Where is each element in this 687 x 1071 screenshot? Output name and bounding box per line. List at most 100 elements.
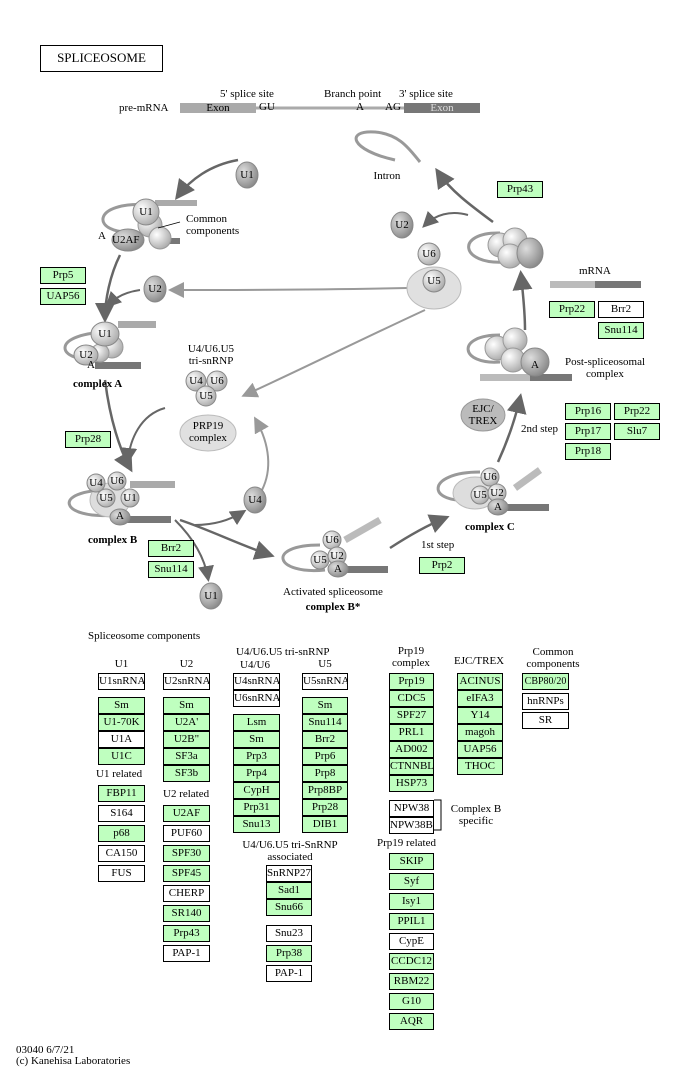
component-prp19-rel-8[interactable]: AQR [389, 1013, 434, 1030]
component-tri-assoc-5[interactable]: PAP-1 [266, 965, 312, 982]
component-u2-rel-6[interactable]: Prp43 [163, 925, 210, 942]
component-tri-assoc-1[interactable]: Sad1 [266, 882, 312, 899]
e-a-label: A [98, 230, 106, 242]
component-u5-8[interactable]: DIB1 [302, 816, 348, 833]
component-u1-3[interactable]: U1A [98, 731, 145, 748]
component-prp19-3[interactable]: PRL1 [389, 724, 434, 741]
component-prp19-rel-3[interactable]: PPIL1 [389, 913, 434, 930]
gene-brr2-m[interactable]: Brr2 [598, 301, 644, 318]
gene-prp28[interactable]: Prp28 [65, 431, 111, 448]
component-u5-0[interactable]: U5snRNA [302, 673, 348, 690]
release-u6-label: U6 [422, 248, 436, 260]
component-u5-2[interactable]: Snu114 [302, 714, 348, 731]
component-u4u6-rna-0[interactable]: U4snRNA [233, 673, 280, 690]
gene-prp43[interactable]: Prp43 [497, 181, 543, 198]
gene-prp18[interactable]: Prp18 [565, 443, 611, 460]
gene-prp5[interactable]: Prp5 [40, 267, 86, 284]
component-u5-4[interactable]: Prp6 [302, 748, 348, 765]
component-u1-rel-0[interactable]: FBP11 [98, 785, 145, 802]
component-prp19-1[interactable]: CDC5 [389, 690, 434, 707]
component-u5-1[interactable]: Sm [302, 697, 348, 714]
component-tri-assoc-3[interactable]: Snu23 [266, 925, 312, 942]
component-u5-6[interactable]: Prp8BP [302, 782, 348, 799]
component-prp19-5[interactable]: CTNNBL1 [389, 758, 434, 775]
component-prp19-6[interactable]: HSP73 [389, 775, 434, 792]
component-u2-2[interactable]: U2A' [163, 714, 210, 731]
component-u2-5[interactable]: SF3b [163, 765, 210, 782]
pre-mrna-label: pre-mRNA [119, 102, 169, 114]
arrow-tri-join [121, 407, 166, 464]
component-u4u6-3[interactable]: Prp4 [233, 765, 280, 782]
component-ejc-0[interactable]: ACINUS [457, 673, 503, 690]
gene-snu114-b[interactable]: Snu114 [148, 561, 194, 578]
component-u2-4[interactable]: SF3a [163, 748, 210, 765]
component-u5-5[interactable]: Prp8 [302, 765, 348, 782]
component-u2-rel-0[interactable]: U2AF [163, 805, 210, 822]
component-prp19-rel-1[interactable]: Syf [389, 873, 434, 890]
component-u1-rel-1[interactable]: S164 [98, 805, 145, 822]
component-u2-rel-3[interactable]: SPF45 [163, 865, 210, 882]
component-complex-b-0[interactable]: NPW38 [389, 800, 434, 817]
component-u2-1[interactable]: Sm [163, 697, 210, 714]
component-tri-assoc-0[interactable]: SnRNP27 [266, 865, 312, 882]
gene-prp17[interactable]: Prp17 [565, 423, 611, 440]
gene-uap56[interactable]: UAP56 [40, 288, 86, 305]
component-prp19-2[interactable]: SPF27 [389, 707, 434, 724]
component-u2-rel-2[interactable]: SPF30 [163, 845, 210, 862]
component-u2-3[interactable]: U2B" [163, 731, 210, 748]
component-ejc-3[interactable]: magoh [457, 724, 503, 741]
component-u2-rel-4[interactable]: CHERP [163, 885, 210, 902]
component-prp19-rel-2[interactable]: Isy1 [389, 893, 434, 910]
component-prp19-rel-5[interactable]: CCDC12 [389, 953, 434, 970]
common-title: Common components [526, 646, 580, 670]
component-prp19-rel-6[interactable]: RBM22 [389, 973, 434, 990]
component-u4u6-6[interactable]: Snu13 [233, 816, 280, 833]
component-complex-b-1[interactable]: NPW38BP [389, 817, 434, 834]
component-u1-rel-4[interactable]: FUS [98, 865, 145, 882]
component-u2-rel-7[interactable]: PAP-1 [163, 945, 210, 962]
arrow-u2-join [105, 289, 141, 308]
component-u2-rel-1[interactable]: PUF60 [163, 825, 210, 842]
gene-prp22-s[interactable]: Prp22 [614, 403, 660, 420]
component-common-2[interactable]: SR [522, 712, 569, 729]
component-u1-4[interactable]: U1C [98, 748, 145, 765]
component-u2-rel-5[interactable]: SR140 [163, 905, 210, 922]
component-u4u6-5[interactable]: Prp31 [233, 799, 280, 816]
component-u1-1[interactable]: Sm [98, 697, 145, 714]
component-u4u6-rna-1[interactable]: U6snRNA [233, 690, 280, 707]
component-u1-2[interactable]: U1-70K [98, 714, 145, 731]
component-u1-rel-2[interactable]: p68 [98, 825, 145, 842]
gene-snu114-m[interactable]: Snu114 [598, 322, 644, 339]
component-prp19-rel-7[interactable]: G10 [389, 993, 434, 1010]
component-tri-assoc-4[interactable]: Prp38 [266, 945, 312, 962]
arrow-u1-leave [174, 519, 214, 582]
c-u5-label: U5 [473, 489, 487, 501]
gene-prp2[interactable]: Prp2 [419, 557, 465, 574]
gene-brr2-b[interactable]: Brr2 [148, 540, 194, 557]
component-ejc-4[interactable]: UAP56 [457, 741, 503, 758]
component-u2-0[interactable]: U2snRNA [163, 673, 210, 690]
component-common-1[interactable]: hnRNPs [522, 693, 569, 710]
component-ejc-2[interactable]: Y14 [457, 707, 503, 724]
component-u1-0[interactable]: U1snRNA [98, 673, 145, 690]
gene-prp22-m[interactable]: Prp22 [549, 301, 595, 318]
component-u4u6-1[interactable]: Sm [233, 731, 280, 748]
component-prp19-4[interactable]: AD002 [389, 741, 434, 758]
component-u5-7[interactable]: Prp28 [302, 799, 348, 816]
component-tri-assoc-2[interactable]: Snu66 [266, 899, 312, 916]
component-ejc-1[interactable]: eIFA3 [457, 690, 503, 707]
component-u4u6-2[interactable]: Prp3 [233, 748, 280, 765]
component-prp19-rel-0[interactable]: SKIP [389, 853, 434, 870]
component-prp19-rel-4[interactable]: CypE [389, 933, 434, 950]
component-ejc-5[interactable]: THOC [457, 758, 503, 775]
component-u1-rel-3[interactable]: CA150 [98, 845, 145, 862]
gene-prp16[interactable]: Prp16 [565, 403, 611, 420]
component-u5-3[interactable]: Brr2 [302, 731, 348, 748]
branch-a-label: A [356, 101, 364, 113]
component-common-0[interactable]: CBP80/20 [522, 673, 569, 690]
component-u4u6-4[interactable]: CypH [233, 782, 280, 799]
component-prp19-0[interactable]: Prp19 [389, 673, 434, 690]
gene-slu7[interactable]: Slu7 [614, 423, 660, 440]
component-u4u6-0[interactable]: Lsm [233, 714, 280, 731]
